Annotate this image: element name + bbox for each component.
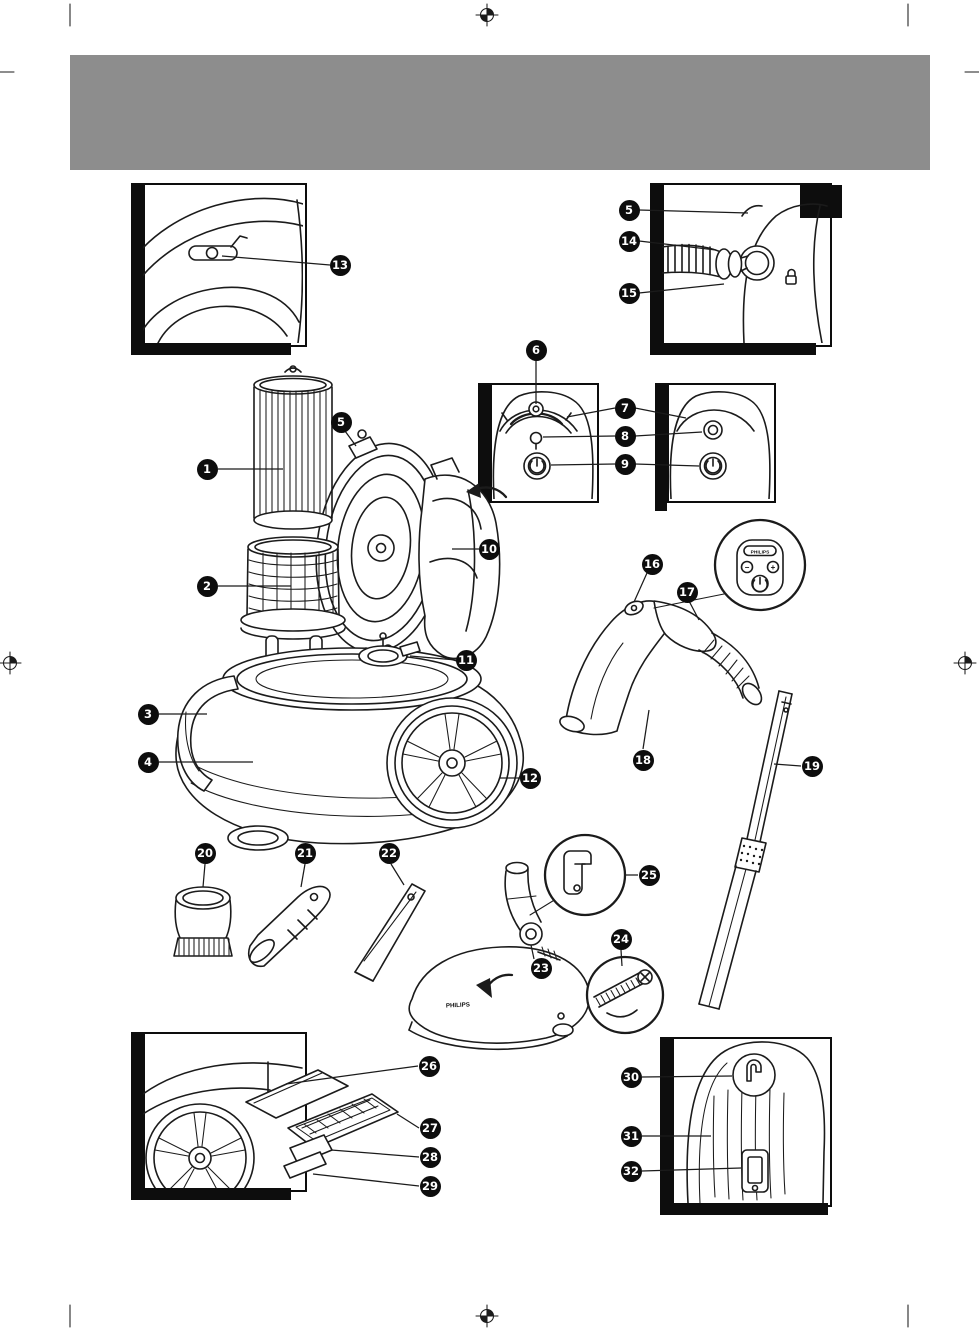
inset-hose-lid-bar-left [650,183,662,355]
callout-badge-13: 13 [329,254,351,276]
callout-badge-31: 31 [620,1125,642,1147]
page-corner-tab [800,185,842,218]
brushroll-detail-art [585,955,665,1035]
telescopic-tube-art [698,690,793,1010]
cyclone-art [418,457,508,660]
callout-badge-7: 7 [614,397,636,419]
callout-badge-15: 15 [618,282,640,304]
hose-lid-detail-art [662,203,828,343]
small-brush-art [173,886,233,957]
registration-mark-right [953,651,977,675]
filter-cover-piece [283,1151,327,1179]
callout-badge-3: 3 [137,703,159,725]
registration-mark-bottom [475,1304,499,1328]
indicator-button [703,420,723,440]
inset-underside-bar-bottom [131,1188,291,1200]
filter-art [253,365,333,530]
clip-detail-art [529,833,627,917]
remote-plus-button [766,560,780,574]
callout-badge-30: 30 [620,1066,642,1088]
callout-badge-16: 16 [641,553,663,575]
callout-badge-5: 5 [330,411,352,433]
callout-badge-32: 32 [620,1160,642,1182]
control-panel-b-art [669,391,771,499]
callout-badge-6: 6 [525,339,547,361]
suction-slider-knob [528,401,544,417]
callout-badge-28: 28 [419,1146,441,1168]
callout-badge-9: 9 [614,453,636,475]
leader-lines [159,209,802,1187]
callout-badge-22: 22 [378,842,400,864]
nozzle-brand-label: PHILIPS [446,1001,470,1009]
inset-underside-bar-left [131,1032,143,1200]
callout-badge-17: 17 [676,581,698,603]
rear-detail-art [686,1041,826,1203]
callout-badge-1: 1 [196,458,218,480]
callout-badge-12: 12 [519,767,541,789]
handle-button [624,600,644,616]
control-panel-a-art [492,391,594,499]
callout-badge-29: 29 [419,1175,441,1197]
callout-badge-23: 23 [530,957,552,979]
crop-marks [0,3,979,1328]
nozzle-swivel-joint [519,922,543,946]
callout-badge-4: 4 [137,751,159,773]
inset-rear-bar-bottom [660,1203,828,1215]
wheel-clip-detail-art [143,197,303,343]
inset-hose-lid-bar-bottom [650,343,816,355]
inset-control-panel-b [667,383,776,503]
registration-mark-top [475,3,499,27]
tube-latch-band [734,837,767,873]
callout-badge-24: 24 [610,928,632,950]
callout-badge-19: 19 [801,755,823,777]
lock-icon [785,268,797,285]
inset-control-panel-a [490,383,599,503]
remote-detail-art: PHILIPS − + [653,518,807,612]
latch-art [358,632,421,667]
remote-brand-label: PHILIPS [751,550,770,556]
header-banner [70,55,930,170]
exhaust-filter-art [245,1069,399,1179]
registration-mark-left [0,651,22,675]
callout-badge-5-b: 5 [618,199,640,221]
rear-wheel-art [386,697,518,829]
lid-tab [348,436,378,459]
remote-plus-label: + [771,563,776,572]
filter-flap [245,1069,349,1119]
inset-control-panel-a-bar-left [478,383,490,511]
inset-wheel-clip-bar-bottom [131,343,291,355]
callout-badge-8: 8 [614,425,636,447]
callout-badge-21: 21 [294,842,316,864]
brand-pill [743,545,777,557]
upholstery-nozzle-art [248,885,331,968]
lid-latch [741,204,763,217]
underside-detail-art [143,1061,303,1188]
cord-hook [732,1053,776,1097]
callout-badge-18: 18 [632,749,654,771]
callout-badge-11: 11 [455,649,477,671]
front-wheel [227,825,289,851]
crevice-tool-art [354,883,426,982]
callout-badge-10: 10 [478,538,500,560]
hose-cuff [727,250,743,278]
callout-badge-14: 14 [618,230,640,252]
cord-rewind-button [529,431,543,445]
remote-minus-button [740,560,754,574]
callout-badge-2: 2 [196,575,218,597]
hose-handle-art [559,600,763,736]
inset-control-panel-b-bar-left [655,383,667,511]
inset-wheel-clip-bar-left [131,183,143,355]
callout-badge-26: 26 [418,1055,440,1077]
remote-minus-label: − [745,563,750,572]
callout-badge-20: 20 [194,842,216,864]
filter-holder-art [240,536,346,663]
callout-badge-25: 25 [638,864,660,886]
callout-badge-27: 27 [419,1117,441,1139]
